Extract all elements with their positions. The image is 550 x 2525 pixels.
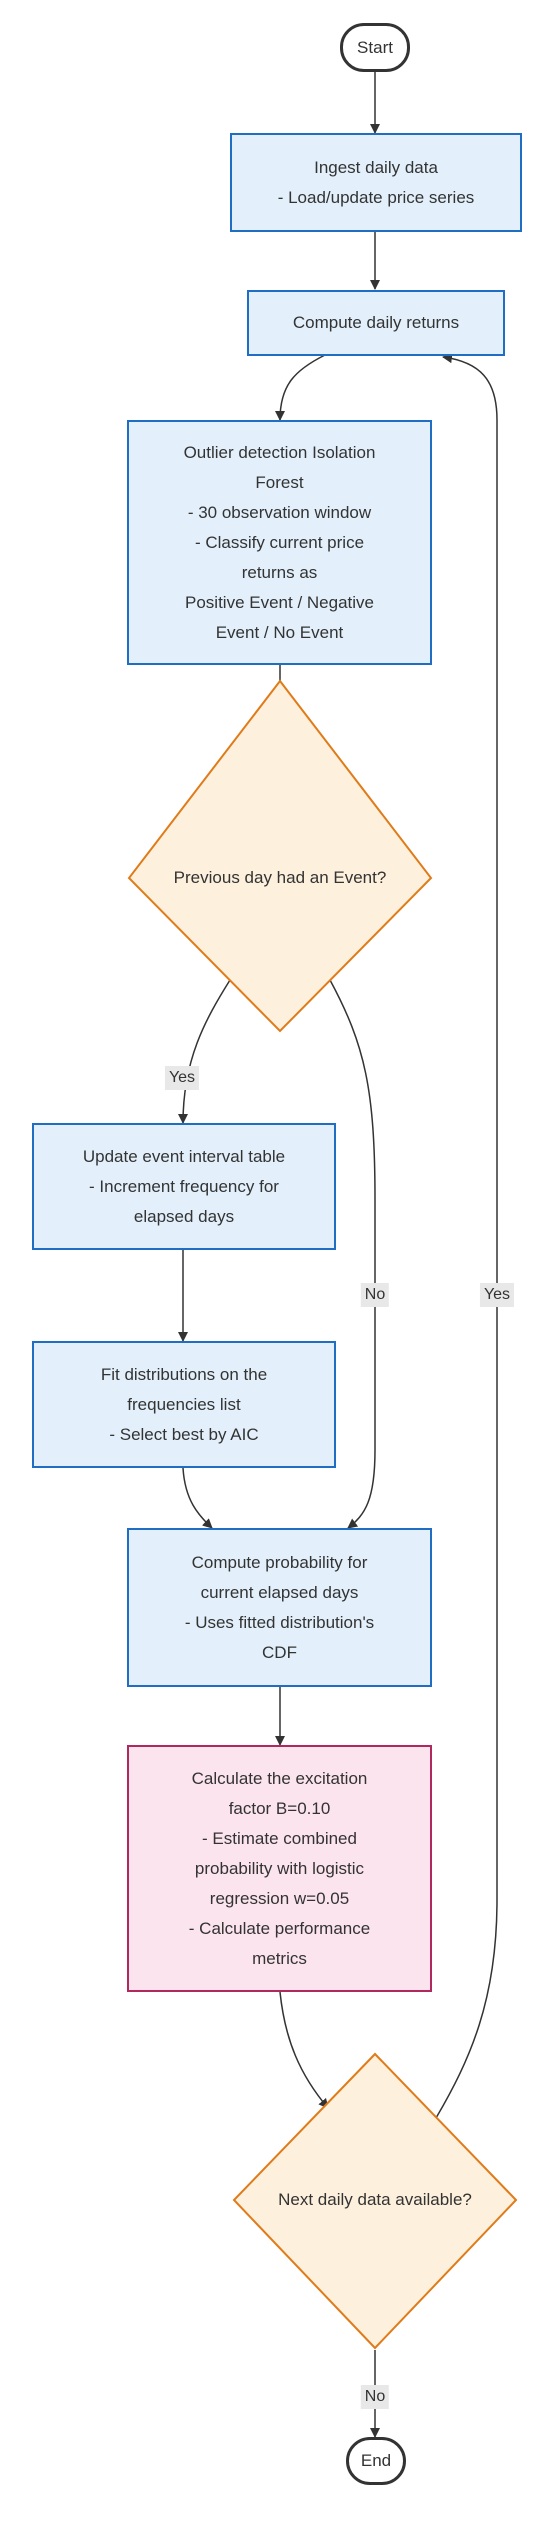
fit-line: Fit distributions on the: [100, 1364, 268, 1384]
outlier-line: Outlier detection Isolation: [183, 442, 376, 462]
ingest-line: Ingest daily data: [314, 157, 438, 177]
excitation-line: factor B=0.10: [228, 1798, 331, 1818]
update-table-line: - Increment frequency for: [89, 1176, 279, 1196]
previous-event-label: Previous day had an Event?: [173, 868, 387, 887]
outlier-text: Outlier detection Isolation Forest - 30 …: [184, 438, 376, 648]
edge-fit-compute: [182, 1467, 213, 1529]
ingest-text: Ingest daily data - Load/update price se…: [278, 153, 475, 213]
edge-decision-compute: [329, 979, 376, 1529]
excitation-text: Calculate the excitation factor B=0.10 -…: [189, 1764, 370, 1974]
fit-distributions-node: Fit distributions on the frequencies lis…: [32, 1341, 336, 1468]
edge-decision-update: [178, 979, 231, 1124]
compute-line: Compute probability for: [191, 1552, 368, 1572]
outlier-line: - Classify current price: [194, 532, 365, 552]
compute-line: - Uses fitted distribution's: [184, 1612, 375, 1632]
compute-line: current elapsed days: [200, 1582, 359, 1602]
excitation-line: probability with logistic: [194, 1858, 365, 1878]
returns-line: Compute daily returns: [292, 313, 460, 332]
outlier-line: Forest: [255, 472, 304, 492]
outlier-line: - 30 observation window: [187, 502, 372, 522]
outlier-line: returns as: [241, 562, 318, 582]
fit-line: frequencies list: [127, 1394, 241, 1414]
ingest-line: - Load/update price series: [277, 187, 475, 207]
excitation-node: Calculate the excitation factor B=0.10 -…: [127, 1745, 432, 1992]
next-data-label: Next daily data available?: [278, 2190, 472, 2209]
ingest-node: Ingest daily data - Load/update price se…: [230, 133, 522, 232]
start-label: Start: [357, 37, 393, 57]
excitation-line: metrics: [252, 1948, 307, 1968]
update-table-node: Update event interval table - Increment …: [32, 1123, 336, 1250]
decision-diamond-next-data: [232, 2052, 518, 2350]
start-node: Start: [340, 23, 410, 72]
edge-next-returns: [435, 353, 498, 2119]
update-table-text: Update event interval table - Increment …: [83, 1142, 285, 1232]
edge-label-prev-no: No: [360, 1283, 390, 1307]
edge-label-loop-yes: Yes: [479, 1283, 515, 1307]
update-table-line: elapsed days: [133, 1206, 235, 1226]
compute-line: CDF: [262, 1642, 297, 1662]
compute-probability-text: Compute probability for current elapsed …: [185, 1548, 374, 1668]
excitation-line: - Estimate combined: [202, 1828, 357, 1848]
outlier-line: Event / No Event: [215, 622, 344, 642]
excitation-line: - Calculate performance: [188, 1918, 371, 1938]
outlier-line: Positive Event / Negative: [185, 592, 374, 612]
excitation-line: Calculate the excitation: [191, 1768, 368, 1788]
edge-excitation-next: [279, 1991, 329, 2109]
previous-event-question: Previous day had an Event?: [129, 858, 431, 898]
end-label: End: [360, 2451, 392, 2470]
decision-diamond-previous-event: [127, 679, 433, 1033]
returns-node: Compute daily returns: [247, 290, 505, 356]
excitation-line: regression w=0.05: [209, 1888, 350, 1908]
returns-text: Compute daily returns: [293, 308, 459, 338]
fit-line: - Select best by AIC: [109, 1424, 259, 1444]
edge-label-next-no: No: [360, 2385, 390, 2409]
fit-distributions-text: Fit distributions on the frequencies lis…: [101, 1360, 267, 1450]
next-data-question: Next daily data available?: [234, 2180, 516, 2220]
compute-probability-node: Compute probability for current elapsed …: [127, 1528, 432, 1687]
edge-returns-outlier: [275, 354, 326, 421]
update-table-line: Update event interval table: [82, 1146, 286, 1166]
edge-label-prev-yes: Yes: [164, 1066, 200, 1090]
outlier-node: Outlier detection Isolation Forest - 30 …: [127, 420, 432, 665]
end-node: End: [346, 2437, 406, 2485]
